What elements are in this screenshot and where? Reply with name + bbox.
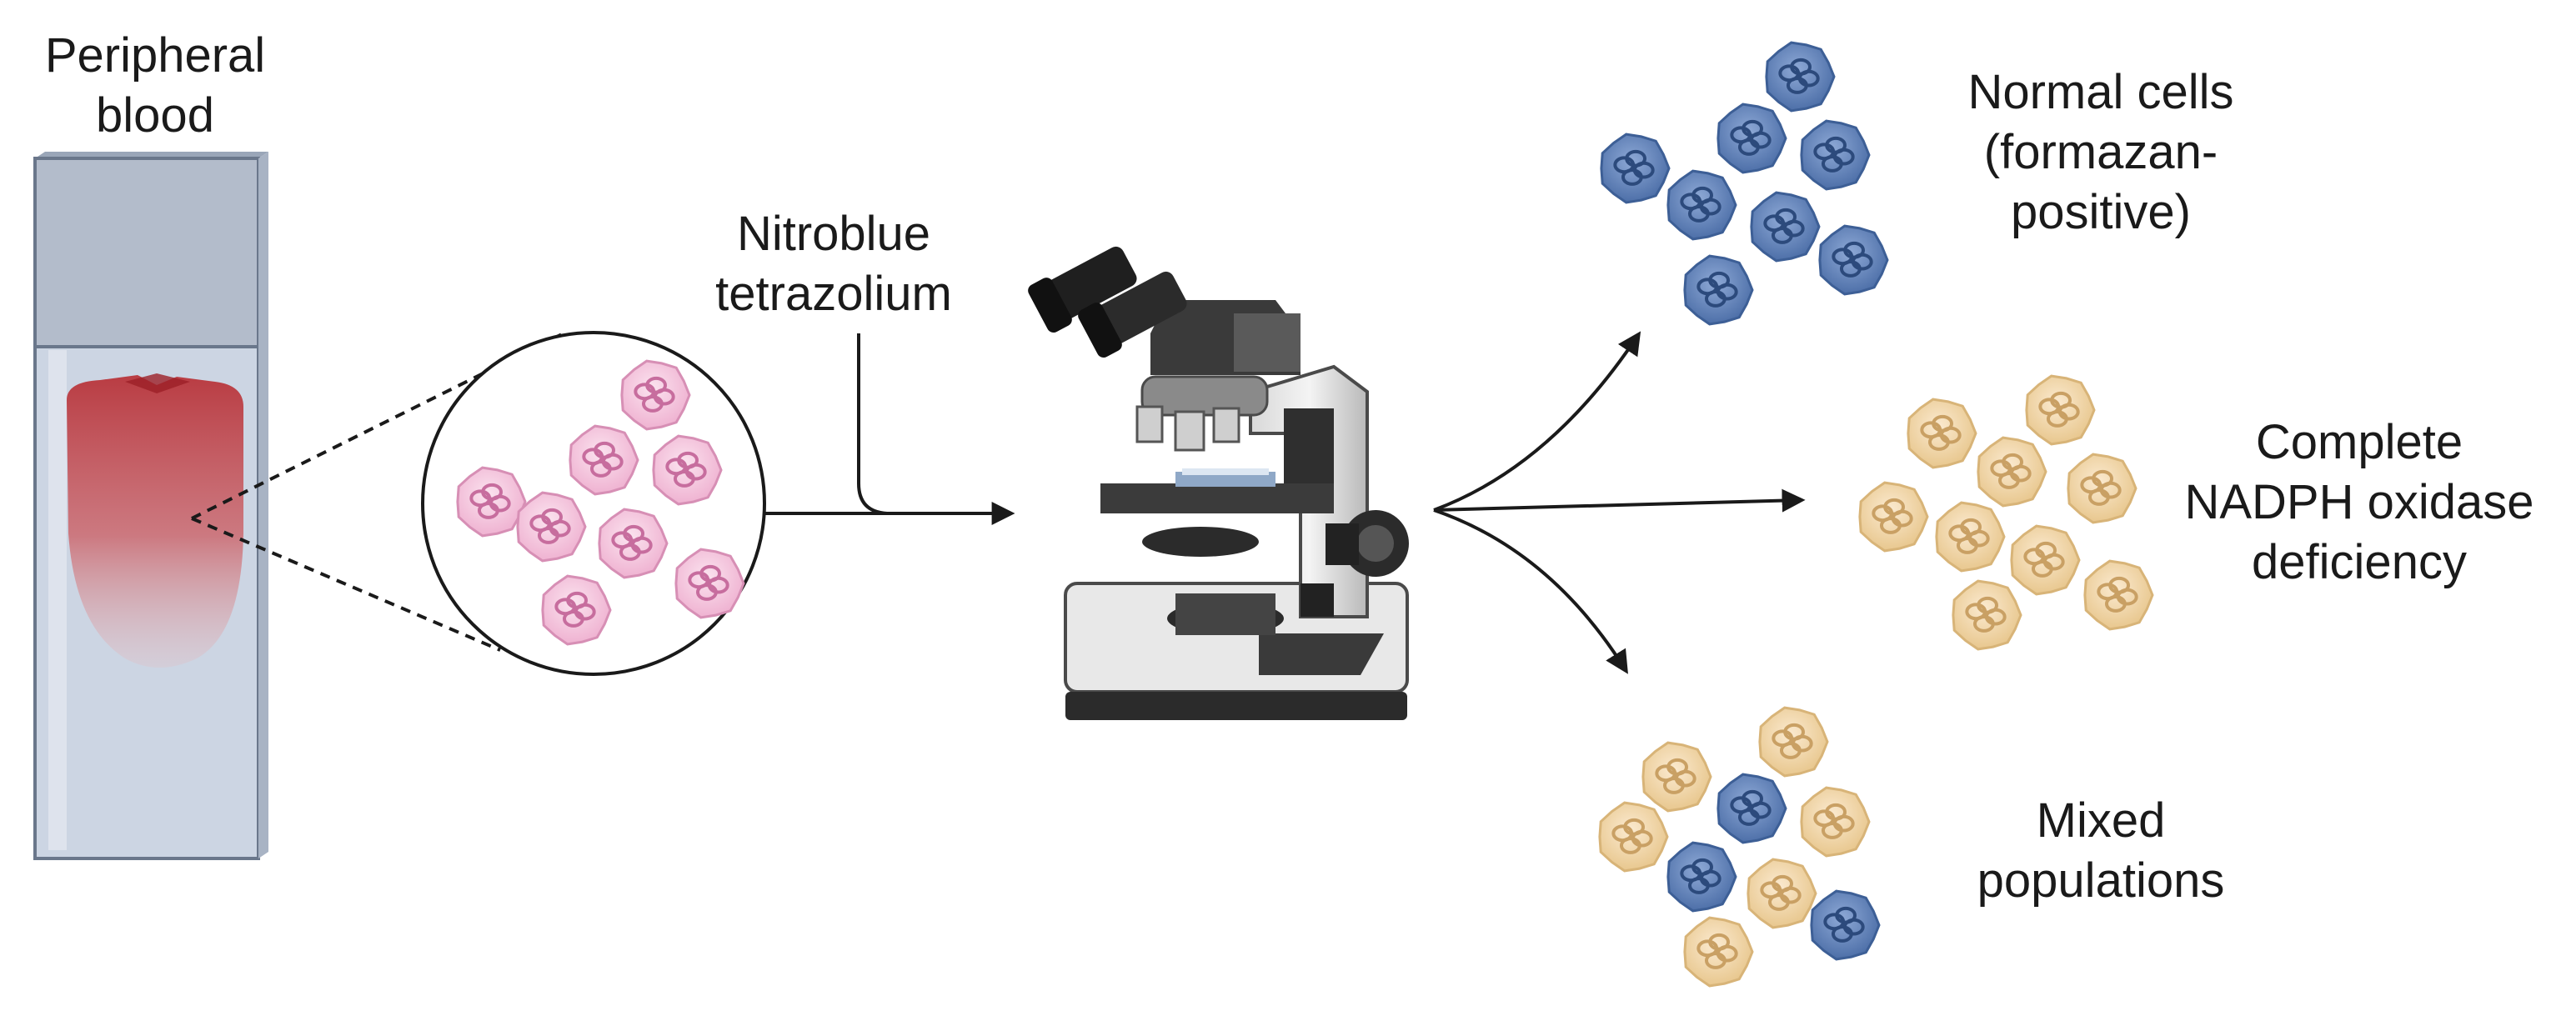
- arrow-to-complete: [1433, 488, 1806, 513]
- neutrophil-cell-icon: [1800, 786, 1871, 858]
- neutrophil-cell-icon: [1683, 916, 1754, 988]
- normal-label-line3: positive): [2011, 185, 2191, 239]
- complete-deficiency-cluster: [1858, 374, 2154, 651]
- neutrophil-cell-icon: [1600, 133, 1671, 204]
- reagent-label-line1: Nitroblue: [737, 207, 930, 261]
- mixed-label-line1: Mixed: [2037, 793, 2166, 848]
- normal-label-line2: (formazan-: [1984, 125, 2218, 179]
- neutrophil-cell-icon: [569, 424, 639, 496]
- neutrophil-cell-icon: [598, 508, 669, 579]
- complete-label-line1: Complete: [2256, 415, 2463, 469]
- neutrophil-cell-icon: [652, 434, 723, 506]
- neutrophil-cell-icon: [1810, 889, 1881, 961]
- neutrophil-cell-icon: [1666, 169, 1737, 241]
- neutrophil-cell-icon: [620, 359, 691, 431]
- neutrophil-cell-icon: [1907, 398, 1977, 469]
- arrow-to-normal: [1433, 331, 1641, 512]
- reagent-label-line2: tetrazolium: [715, 267, 952, 321]
- neutrophil-cell-icon: [541, 574, 612, 646]
- mixed-cells-cluster: [1598, 706, 1881, 988]
- normal-cells-cluster: [1600, 41, 1889, 326]
- reagent-addition-line: [857, 333, 909, 515]
- neutrophil-cell-icon: [1858, 481, 1929, 553]
- complete-label-line2: NADPH oxidase: [2184, 475, 2533, 529]
- neutrophil-cell-icon: [1750, 191, 1821, 263]
- blood-tube-icon: [33, 152, 268, 860]
- neutrophil-cell-icon: [1977, 436, 2047, 508]
- arrow-to-mixed: [1433, 508, 1628, 674]
- neutrophil-cell-icon: [1952, 579, 2022, 651]
- neutrophil-cell-icon: [516, 491, 587, 563]
- blood-sample: [67, 375, 243, 668]
- neutrophil-cell-icon: [1935, 501, 2006, 573]
- neutrophil-cell-icon: [674, 548, 745, 619]
- mixed-label-line2: populations: [1977, 853, 2225, 908]
- neutrophil-cell-icon: [1683, 254, 1754, 326]
- magnified-cells-icon: [421, 331, 766, 676]
- peripheral-blood-label-line1: Peripheral: [45, 28, 265, 83]
- neutrophil-cell-icon: [1598, 801, 1669, 873]
- neutrophil-cell-icon: [2010, 524, 2081, 596]
- neutrophil-cell-icon: [1818, 224, 1889, 296]
- neutrophil-cell-icon: [456, 466, 527, 538]
- complete-label-line3: deficiency: [2252, 535, 2467, 589]
- neutrophil-cell-icon: [2025, 374, 2096, 446]
- neutrophil-cell-icon: [1758, 706, 1829, 778]
- neutrophil-cell-icon: [2067, 453, 2137, 524]
- peripheral-blood-label-line2: blood: [96, 88, 214, 143]
- neutrophil-cell-icon: [1747, 858, 1817, 929]
- neutrophil-cell-icon: [1641, 741, 1712, 813]
- neutrophil-cell-icon: [2083, 559, 2154, 631]
- normal-label-line1: Normal cells: [1967, 65, 2233, 119]
- magnify-line-bottom: [191, 517, 501, 652]
- neutrophil-cell-icon: [1716, 773, 1787, 844]
- neutrophil-cell-icon: [1800, 119, 1871, 191]
- neutrophil-cell-icon: [1716, 103, 1787, 174]
- neutrophil-cell-icon: [1765, 41, 1836, 113]
- microscope-icon: [1028, 246, 1409, 720]
- neutrophil-cell-icon: [1666, 841, 1737, 913]
